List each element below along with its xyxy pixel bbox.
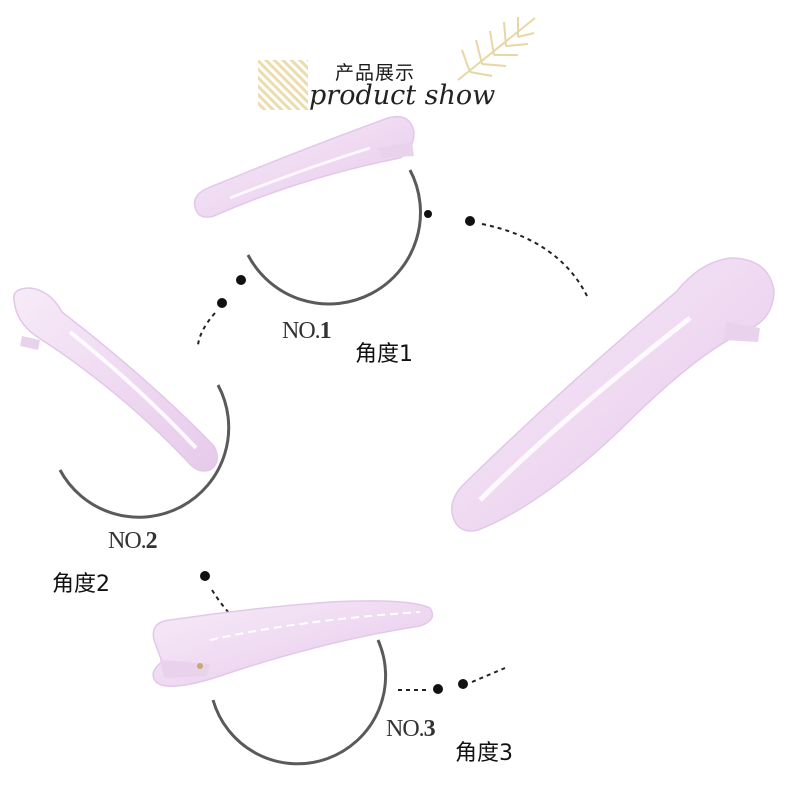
view-number-digit: 3 [423, 716, 436, 742]
lens-circle-1 [246, 169, 422, 306]
hair-clip-4 [152, 600, 434, 687]
view-number-prefix: NO. [386, 716, 425, 742]
view-number-digit: 1 [319, 318, 332, 344]
title-english: product show [309, 80, 496, 111]
hair-clip-3 [451, 257, 775, 532]
view-number-prefix: NO. [282, 318, 321, 344]
view-number-digit: 2 [145, 528, 158, 554]
view-label-2: 角度2 [52, 572, 110, 597]
connector-dots [200, 210, 475, 694]
view-label-1: 角度1 [355, 342, 413, 367]
lens-circle-3 [211, 639, 388, 766]
hair-clip-1 [193, 115, 415, 218]
connector-dashes [197, 223, 589, 691]
hair-clip-2 [13, 287, 218, 472]
leaf-decoration [457, 17, 536, 81]
view-number-2: NO.2 [108, 528, 158, 555]
view-number-1: NO.1 [282, 318, 332, 345]
view-number-3: NO.3 [386, 716, 436, 743]
lens-circle-2 [58, 384, 231, 519]
title-chinese: 产品展示 [335, 62, 416, 84]
view-number-prefix: NO. [108, 528, 147, 554]
view-label-3: 角度3 [455, 741, 513, 766]
striped-square-decoration [258, 60, 308, 110]
